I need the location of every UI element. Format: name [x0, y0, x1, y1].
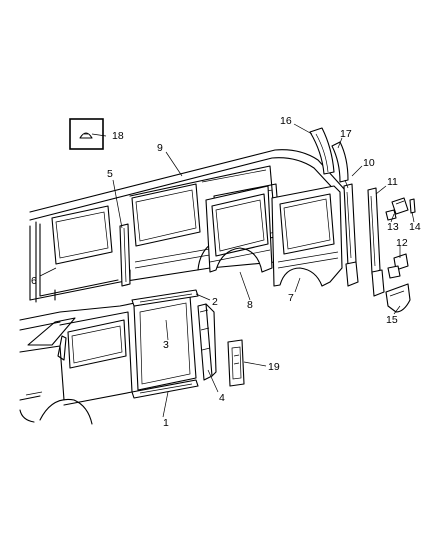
part-2-upper-door-rail: [131, 289, 199, 307]
callout-9: 9: [157, 142, 163, 154]
callout-8: 8: [247, 299, 253, 311]
part-15-mud-flap: [385, 283, 411, 313]
part-5-pillar-strip: [119, 223, 131, 287]
part-18-clip: [69, 118, 104, 150]
callout-1: 1: [163, 417, 169, 429]
callout-12: 12: [396, 237, 408, 249]
callout-11: 11: [387, 176, 398, 188]
part-14-hinge-pin: [409, 198, 416, 214]
callout-13: 13: [387, 221, 399, 233]
callout-14: 14: [409, 221, 421, 233]
part-8-side-panel-section: [205, 185, 273, 273]
callout-7: 7: [288, 292, 294, 304]
part-16-roof-corner: [309, 127, 335, 175]
window-front-side: [51, 205, 113, 265]
callout-6: 6: [31, 275, 37, 287]
part-12-lower-bracket: [387, 253, 409, 279]
part-7-rear-quarter-panel: [271, 185, 343, 287]
callout-labels: 1 2 3 4 5 6 7 8 9 10 11 12 13 14 15 16 1…: [31, 115, 421, 429]
part-6-front-side-panel: [39, 223, 119, 297]
part-13-hinge-bracket: [385, 197, 409, 221]
callout-3: 3: [163, 339, 169, 351]
callout-10: 10: [363, 157, 375, 169]
callout-2: 2: [212, 296, 218, 308]
part-17-roof-corner-trim: [331, 141, 349, 183]
callout-15: 15: [386, 314, 398, 326]
callout-16: 16: [280, 115, 292, 127]
part-19-bracket-panel: [227, 339, 245, 387]
part-1-lower-door-rail: [131, 379, 199, 399]
callout-4: 4: [219, 392, 225, 404]
van-cab-front: [19, 299, 151, 425]
part-4-b-pillar: [197, 303, 217, 381]
callout-5: 5: [107, 168, 113, 180]
callout-17: 17: [340, 128, 352, 140]
callout-18: 18: [112, 130, 124, 142]
leader-lines: [39, 123, 415, 418]
callout-19: 19: [268, 361, 280, 373]
part-11-rear-corner-post: [367, 187, 385, 297]
part-10-rear-pillar: [343, 183, 359, 287]
